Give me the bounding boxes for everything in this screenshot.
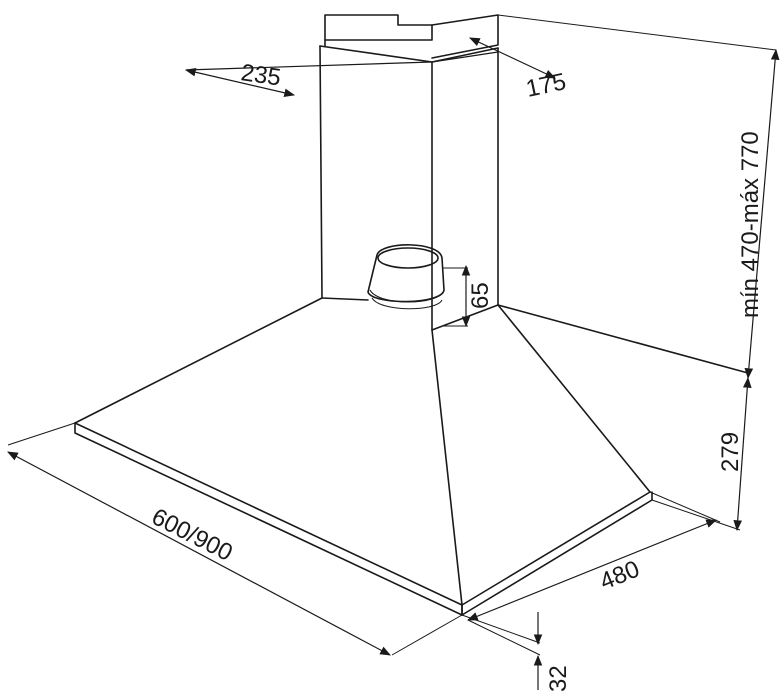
dim-600-line [7,451,391,656]
dimension-lines [7,37,780,690]
dim-235-line [184,67,296,98]
dim-480-line [466,519,718,621]
canopy [74,297,749,606]
air-outlet [367,244,445,310]
dim-279-line [733,376,752,532]
dim-chimney-line [744,48,780,380]
dim-32-label: 32 [545,665,572,692]
extension-lines [7,14,777,656]
dim-175-line [469,37,556,79]
dim-175-label: 175 [524,68,569,103]
dim-480-label: 480 [596,556,643,596]
dim-600-label: 600/900 [147,503,237,566]
dimension-labels: 235 175 mín 470-máx 770 65 279 600/900 4… [147,59,764,692]
dim-175-ext [431,51,499,63]
dim-chimney-label: mín 470-máx 770 [737,131,764,318]
dim-235-line-a [185,61,433,71]
duct-collar [324,14,499,59]
dim-279-label: 279 [717,432,744,472]
dim-235-label: 235 [239,59,282,91]
dim-65-label: 65 [467,282,494,309]
